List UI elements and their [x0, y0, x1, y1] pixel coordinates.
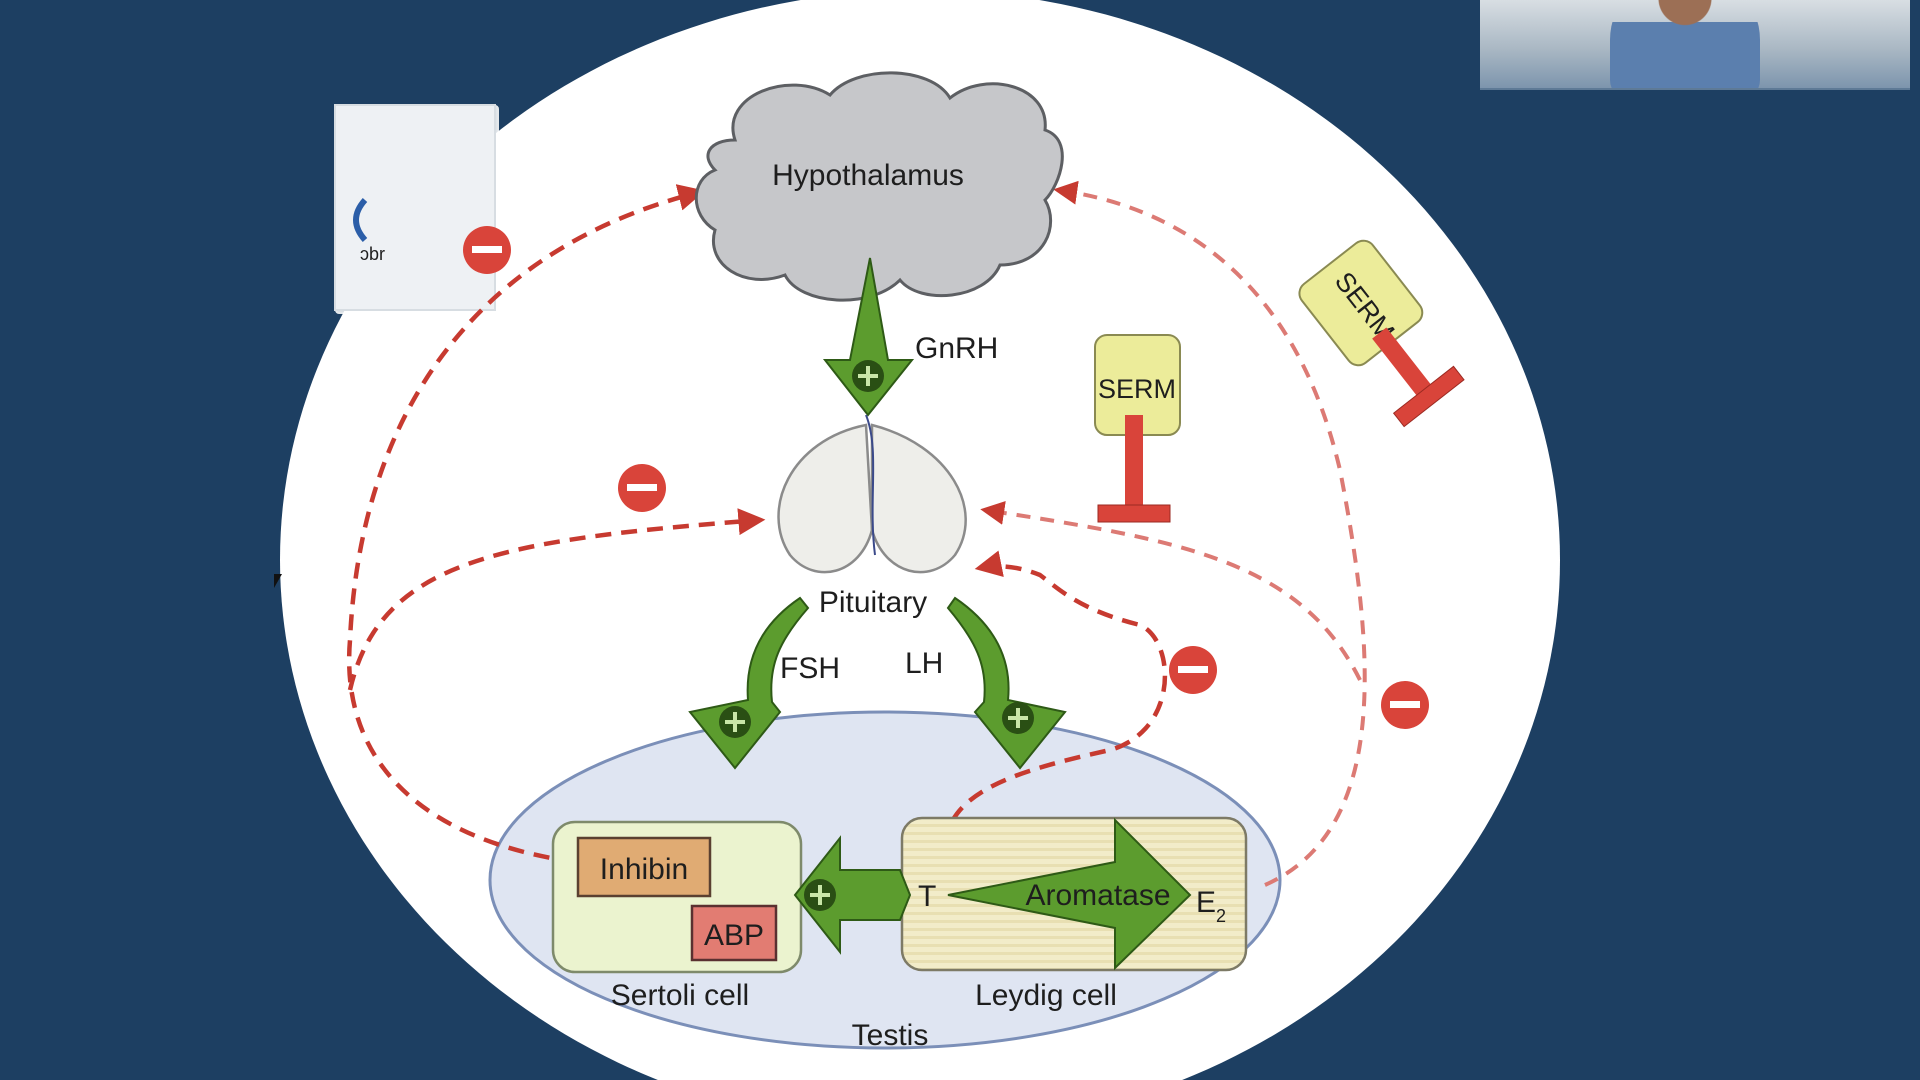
inhibin-box [576, 836, 712, 898]
lh-label: LH [905, 647, 943, 680]
fsh-label: FSH [780, 652, 840, 685]
thumbnail-text: ɔbr [360, 244, 385, 264]
fsh-plus-mark [725, 712, 745, 732]
t-label: T [918, 880, 936, 913]
presenter-webcam [1480, 0, 1910, 90]
feedback-inhibin-to-hypothalamus [346, 184, 706, 865]
feedback-t-to-pituitary [942, 550, 1168, 846]
aromatase-label: Aromatase [1025, 879, 1170, 912]
feedback-e2-to-hypothalamus [1053, 180, 1367, 887]
presenter-figure [1610, 0, 1760, 88]
pituitary-gland [777, 414, 967, 574]
feedback-inhibin-to-pituitary [347, 508, 766, 691]
feedback-paths-faint [980, 180, 1367, 887]
sertoli-label: Sertoli cell [611, 979, 749, 1012]
serm-blocker-vertical: SERM [1094, 334, 1181, 523]
e2-label: E2 [1196, 886, 1226, 926]
lh-plus-mark [1008, 708, 1028, 728]
pituitary-label: Pituitary [819, 586, 927, 619]
leydig-label: Leydig cell [975, 979, 1117, 1012]
abp-box [690, 904, 778, 962]
minus-icon [1381, 681, 1429, 729]
minus-icon [618, 464, 666, 512]
feedback-paths [346, 184, 1168, 865]
minus-circles [463, 226, 1429, 729]
gnrh-plus-mark [858, 366, 878, 386]
gnrh-arrow [822, 257, 915, 417]
aromatase-arrow [947, 817, 1192, 971]
feedback-e2-to-pituitary [980, 501, 1362, 681]
testis-label: Testis [852, 1019, 929, 1052]
t-to-sertoli-arrow [793, 835, 912, 955]
minus-icon [463, 226, 511, 274]
hypothalamus-cloud [694, 71, 1064, 302]
minus-icon [1169, 646, 1217, 694]
hypothalamus-label: Hypothalamus [772, 159, 964, 192]
mouse-cursor-icon [274, 574, 282, 588]
t-sertoli-plus-mark [810, 885, 830, 905]
gnrh-label: GnRH [915, 332, 998, 365]
serm-blocker-rotated: SERM [1298, 239, 1465, 428]
thumbnail-logo-icon [353, 197, 368, 243]
abp-label: ABP [704, 919, 764, 952]
inhibin-label: Inhibin [600, 853, 688, 886]
serm-label-vertical: SERM [1098, 374, 1176, 404]
lh-arrow [946, 596, 1067, 770]
